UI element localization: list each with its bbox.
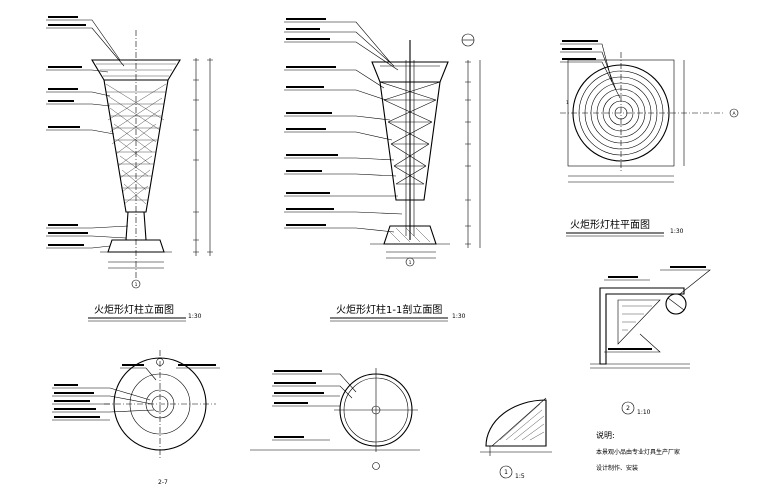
notes-heading: 说明:: [596, 430, 615, 440]
detail-2-drawing: 2 1:10: [590, 266, 711, 416]
top-plan-title: 火炬形灯柱平面图: [570, 218, 650, 231]
notes-block: 说明: 本景观小品由专业灯具生产厂家 设计制作、安装: [596, 430, 680, 472]
section-drawing: 1: [284, 18, 481, 322]
base-top-plan-drawing: [250, 368, 420, 470]
elev-axis-label: 1: [135, 282, 138, 288]
detail1-scale: 1:5: [515, 473, 525, 480]
section-axis-label: 1: [409, 260, 412, 266]
section-scale: 1:30: [452, 313, 466, 320]
bottom-left-label: 2-7: [158, 479, 168, 486]
notes-line-1: 本景观小品由专业灯具生产厂家: [596, 448, 680, 456]
detail1-number: 1: [504, 469, 508, 476]
section-title: 火炬形灯柱1-1剖立面图: [336, 303, 442, 316]
top-plan-drawing: A 1 火炬形灯柱平面图 1:30: [560, 40, 739, 237]
detail2-scale: 1:10: [637, 409, 651, 416]
detail2-number: 2: [626, 405, 630, 412]
elevation-title: 火炬形灯柱立面图: [94, 303, 174, 316]
detail-1-drawing: 1 1:5: [480, 397, 552, 480]
notes-line-2: 设计制作、安装: [596, 464, 638, 472]
top-plan-scale: 1:30: [670, 228, 684, 235]
elevation-drawing: 1: [46, 16, 213, 322]
elevation-scale: 1:30: [188, 313, 202, 320]
plan-right-axis-label: A: [732, 111, 736, 117]
base-plan-drawing: 2-7: [52, 350, 220, 486]
plan-axis-label: 1: [566, 100, 569, 106]
